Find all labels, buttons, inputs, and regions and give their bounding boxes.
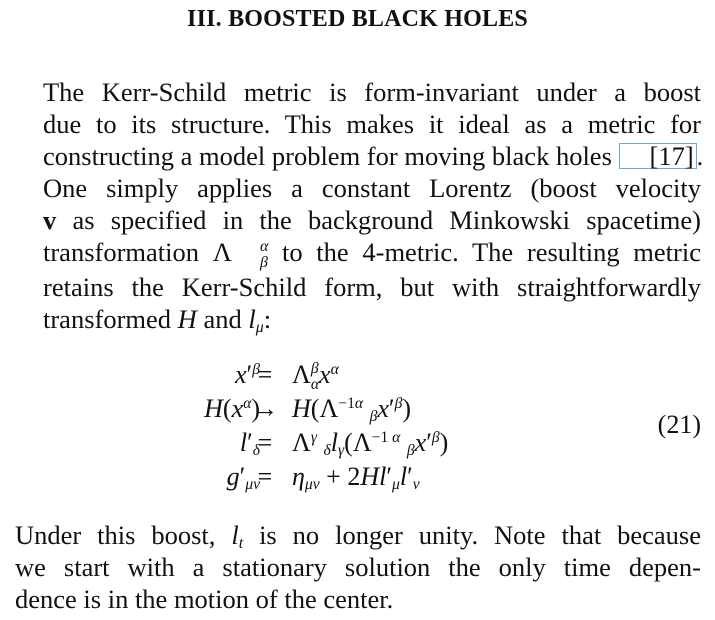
line-text: .	[696, 141, 704, 171]
line-text: and	[196, 303, 249, 334]
equation-row: l′δ = Λγ δlγ(Λ−1 α βx′β)	[0, 428, 715, 462]
paragraph-line: v as specified in the background Minkows…	[15, 204, 701, 236]
paragraph-intro: The Kerr-Schild metric is form-invariant…	[15, 76, 704, 335]
line-text: Under this boost,	[15, 520, 232, 550]
equation-operator: =	[257, 428, 273, 457]
equation-lhs: g′μν	[226, 462, 260, 493]
paragraph-line: constructing a model problem for moving …	[15, 140, 704, 172]
math-H: H	[177, 303, 197, 334]
line-text: is no longer unity. Note that because	[243, 520, 701, 550]
equation-operator: =	[257, 360, 273, 389]
equation-row: H(xα) → H(Λ−1α βx′β)	[0, 394, 715, 428]
equation-lhs: H(xα)	[204, 394, 260, 423]
math-l: l	[248, 303, 256, 334]
math-l: l	[231, 520, 239, 550]
paragraph-line: Under this boost, lt is no longer unity.…	[15, 519, 701, 551]
equation-number: (21)	[657, 410, 701, 439]
equation-operator: →	[252, 394, 278, 423]
line-text: as specified in the background Minkowski…	[56, 205, 701, 235]
citation-link[interactable]: [17]	[618, 143, 697, 169]
paragraph-line: dence is in the motion of the center.	[15, 584, 394, 614]
equation-lhs: x′β	[234, 360, 260, 389]
equation-lhs: l′δ	[239, 428, 260, 459]
paragraph-line: we start with a stationary solution the …	[15, 552, 701, 582]
paragraph-boost: Under this boost, lt is no longer unity.…	[15, 519, 701, 615]
index-lower: β	[259, 253, 268, 271]
line-text: transformation	[43, 237, 213, 267]
equation-row: g′μν = ημν + 2Hl′μl′ν	[0, 462, 715, 496]
line-text: :	[263, 303, 272, 334]
velocity-symbol: v	[43, 205, 57, 235]
math-subscript: t	[238, 534, 244, 552]
line-text: transformed	[43, 303, 178, 334]
index-upper: α	[259, 238, 269, 256]
equation-rhs: ημν + 2Hl′μl′ν	[292, 462, 420, 493]
paragraph-line: The Kerr-Schild metric is form-invariant…	[43, 77, 701, 107]
line-text: to the 4-metric. The resulting metric	[268, 237, 701, 267]
equation-operator: =	[257, 462, 273, 491]
equation-rhs: Λγ δlγ(Λ−1 α βx′β)	[292, 428, 449, 459]
section-title: III. BOOSTED BLACK HOLES	[187, 6, 528, 32]
lorentz-symbol: Λ	[212, 237, 232, 267]
paragraph-line: One simply applies a constant Lorentz (b…	[43, 173, 701, 203]
equation-rhs: H(Λ−1α βx′β)	[292, 394, 412, 425]
math-subscript: μ	[255, 318, 264, 336]
paragraph-line: transformed H and lμ:	[15, 303, 701, 335]
paragraph-line: due to its structure. This makes it idea…	[43, 109, 701, 139]
paragraph-line: retains the Kerr-Schild form, but with s…	[43, 271, 701, 302]
line-text: constructing a model problem for moving …	[43, 141, 619, 171]
